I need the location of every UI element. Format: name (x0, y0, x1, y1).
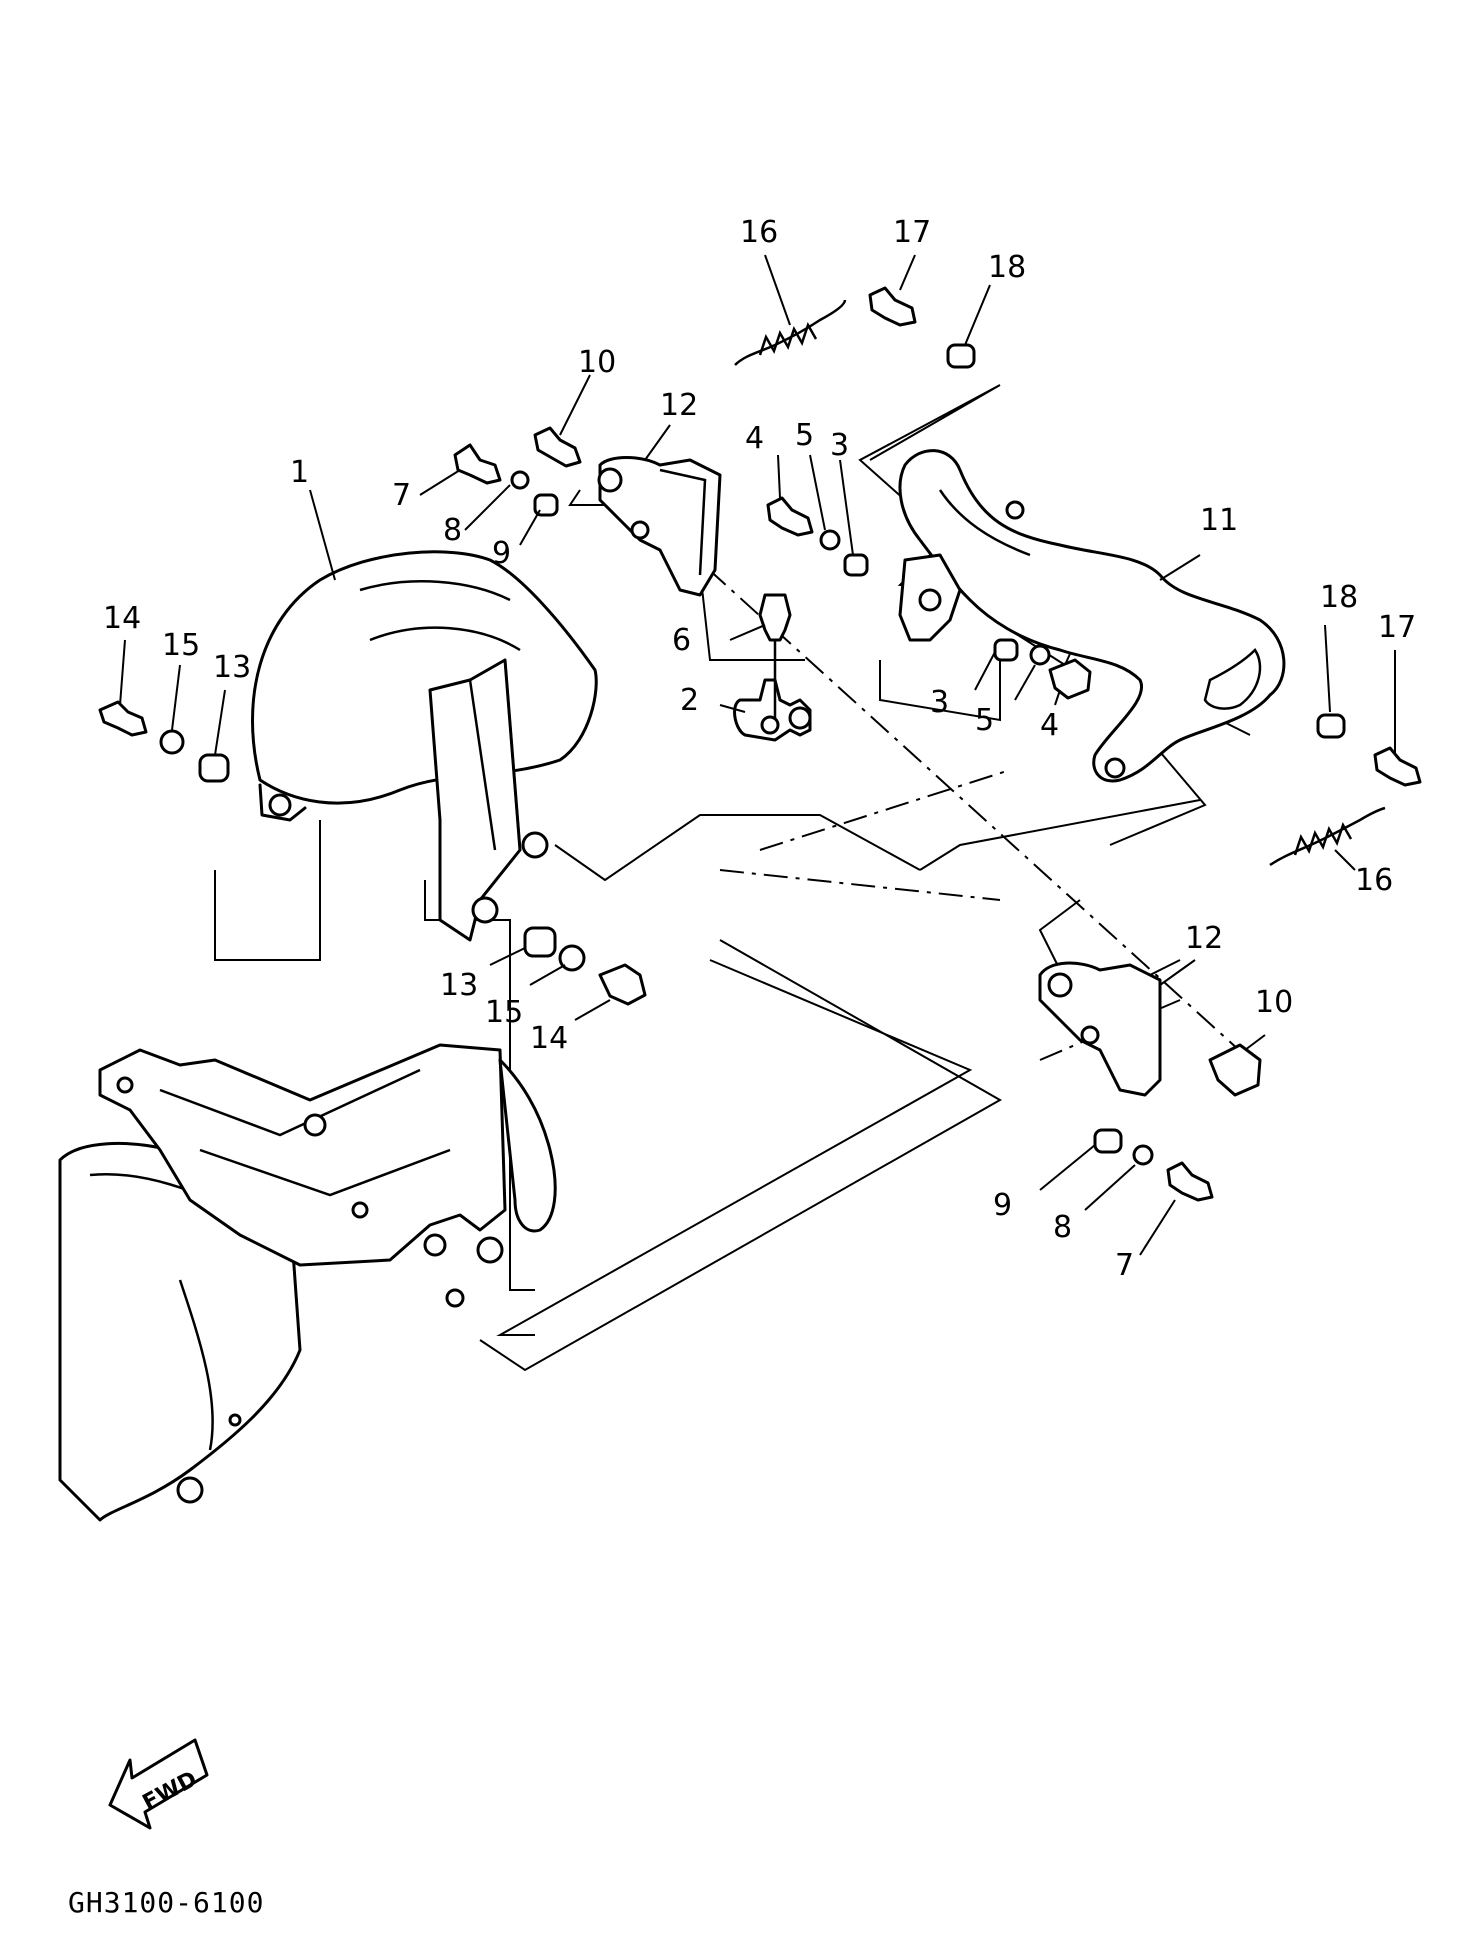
bolt-part-14-lower (598, 963, 647, 1006)
collar-part-9-lower (1093, 1128, 1123, 1154)
callout-12a: 12 (660, 388, 698, 423)
callout-7b: 7 (1115, 1248, 1134, 1283)
callout-13a: 13 (213, 650, 251, 685)
callout-18a: 18 (988, 250, 1026, 285)
spring-part-16-right (1269, 806, 1386, 867)
bolt-part-4-upper (766, 496, 814, 537)
callout-1: 1 (290, 455, 309, 490)
callout-labels: 1 2 3 3 4 4 5 5 6 7 7 8 8 9 9 10 10 11 1… (103, 215, 1416, 1283)
callout-3a: 3 (830, 428, 849, 463)
washer-part-15-lower (558, 944, 586, 972)
callout-2: 2 (680, 683, 699, 718)
bolt-part-14-left (98, 700, 148, 737)
callout-14a: 14 (103, 601, 141, 636)
pin-part-17-right (1373, 746, 1422, 787)
callout-6: 6 (672, 623, 691, 658)
callout-10b: 10 (1255, 985, 1293, 1020)
callout-17a: 17 (893, 215, 931, 250)
bushing-part-18-upper (946, 343, 976, 369)
callout-5a: 5 (795, 418, 814, 453)
collar-part-13-lower (523, 926, 557, 958)
base-assembly (58, 1043, 557, 1522)
bushing-part-18-right (1316, 713, 1346, 739)
callout-10a: 10 (578, 345, 616, 380)
spring-part-16-upper (734, 299, 847, 366)
washer-part-5-lower (1029, 644, 1051, 666)
bracket-part-12-lower (1038, 961, 1162, 1097)
callout-4b: 4 (1040, 708, 1059, 743)
washer-part-8-upper (510, 470, 530, 490)
callout-8a: 8 (443, 513, 462, 548)
callout-17b: 17 (1378, 610, 1416, 645)
washer-part-5-upper (819, 529, 841, 551)
washer-part-8-lower (1132, 1144, 1154, 1166)
callout-4a: 4 (745, 421, 764, 456)
callout-15a: 15 (162, 628, 200, 663)
callout-14b: 14 (530, 1021, 568, 1056)
callout-3b: 3 (930, 685, 949, 720)
callout-5b: 5 (975, 703, 994, 738)
bracket-part-12-upper (597, 456, 722, 597)
callout-16a: 16 (740, 215, 778, 250)
diagram-code: GH3100-6100 (68, 1886, 264, 1919)
bushing-part-3-upper (843, 553, 869, 577)
callout-18b: 18 (1320, 580, 1358, 615)
callout-8b: 8 (1053, 1210, 1072, 1245)
bracket-part-2 (733, 678, 812, 742)
callout-9b: 9 (993, 1188, 1012, 1223)
linkage-arm-part-11 (898, 449, 1286, 783)
bushing-part-3-lower (993, 638, 1019, 662)
callout-7a: 7 (392, 478, 411, 513)
callout-11: 11 (1200, 503, 1238, 538)
collar-part-13-left (198, 753, 230, 783)
callout-16b: 16 (1355, 863, 1393, 898)
washer-part-15-left (159, 729, 185, 755)
pin-part-17-upper (868, 286, 917, 327)
callout-13b: 13 (440, 968, 478, 1003)
callout-12b: 12 (1185, 921, 1223, 956)
forward-direction-arrow: FWD (108, 1738, 209, 1830)
callout-9a: 9 (492, 536, 511, 571)
hardware-parts (98, 286, 1422, 1202)
bolt-part-7-upper (453, 443, 502, 485)
grease-nipple-part-6 (758, 593, 792, 720)
bolt-part-7-lower (1166, 1161, 1214, 1202)
cover-housing-part-1 (251, 550, 598, 942)
bolt-part-10-upper (533, 426, 582, 468)
bolt-part-4-lower (1048, 658, 1092, 700)
bolt-part-10-lower (1208, 1043, 1262, 1097)
callout-leaders (119, 254, 1396, 1256)
callout-15b: 15 (485, 995, 523, 1030)
collar-part-9-upper (533, 493, 559, 517)
